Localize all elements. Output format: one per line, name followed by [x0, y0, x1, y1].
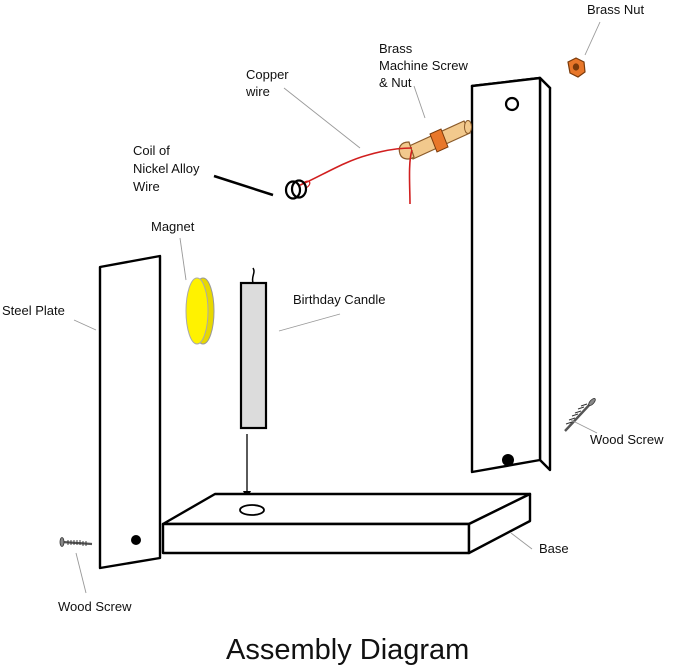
- leader-machine-screw: [413, 85, 426, 119]
- label-machine-screw-1: Brass: [379, 41, 413, 56]
- leader-steel-plate: [73, 319, 97, 331]
- leader-wood-screw-right: [570, 419, 598, 434]
- leader-coil: [213, 174, 274, 197]
- candle-wick: [251, 267, 255, 284]
- label-coil-1: Coil of: [133, 143, 170, 158]
- copper-wire: [297, 147, 413, 187]
- label-copper-2: wire: [245, 84, 270, 99]
- magnet: [185, 277, 215, 345]
- post-top-hole: [504, 96, 520, 112]
- label-magnet: Magnet: [151, 219, 195, 234]
- leader-wood-screw-left: [75, 552, 87, 594]
- brass-machine-screw: [398, 120, 472, 160]
- label-base: Base: [539, 541, 569, 556]
- label-machine-screw-2: Machine Screw: [379, 58, 468, 73]
- base-hole: [239, 504, 265, 516]
- brass-nut: [567, 57, 586, 78]
- label-steel-plate: Steel Plate: [2, 303, 65, 318]
- plate-hole: [131, 535, 141, 545]
- wood-screw-left: [59, 537, 93, 547]
- nickel-alloy-coil: [284, 179, 308, 200]
- leader-base: [510, 532, 533, 550]
- label-wood-screw-left: Wood Screw: [58, 599, 132, 614]
- leader-birthday-candle: [278, 313, 341, 332]
- label-machine-screw-3: & Nut: [379, 75, 412, 90]
- leader-magnet: [179, 237, 187, 281]
- label-birthday-candle: Birthday Candle: [293, 292, 386, 307]
- label-coil-3: Wire: [133, 179, 160, 194]
- label-brass-nut: Brass Nut: [587, 2, 644, 17]
- leader-brass-nut: [584, 21, 601, 56]
- diagram-title: Assembly Diagram: [226, 634, 469, 666]
- wood-screw-right: [564, 397, 596, 432]
- post-bottom-hole: [502, 454, 514, 466]
- leader-copper-wire: [283, 87, 361, 149]
- upright-post: [470, 76, 552, 474]
- steel-plate: [98, 254, 162, 570]
- label-wood-screw-right: Wood Screw: [590, 432, 664, 447]
- label-copper-1: Copper: [246, 67, 289, 82]
- label-coil-2: Nickel Alloy: [133, 161, 200, 176]
- copper-wire-tail: [408, 149, 413, 205]
- birthday-candle: [239, 267, 268, 430]
- base-block: [161, 492, 532, 555]
